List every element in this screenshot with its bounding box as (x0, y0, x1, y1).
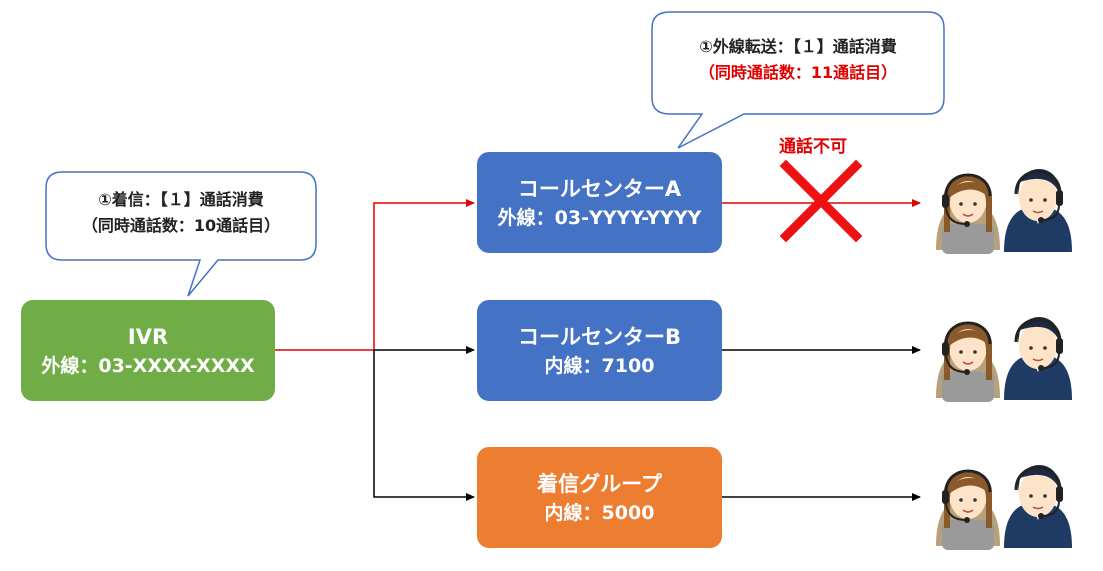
call-center-a-node: コールセンターA 外線：03-YYYY-YYYY (477, 152, 722, 253)
incoming-group-node: 着信グループ 内線：5000 (477, 447, 722, 548)
callout-transfer (651, 11, 945, 149)
callout-incoming (45, 171, 317, 297)
callout-transfer-line1: ①外線転送：【１】通話消費 (699, 37, 897, 56)
call-blocked-label: 通話不可 (779, 137, 847, 157)
incoming-group-number: 内線：5000 (544, 501, 655, 524)
link-ivr-to-group (373, 350, 475, 501)
callout-incoming-text: ①着信：【１】通話消費 （同時通話数：10通話目） (46, 187, 316, 239)
call-center-a-title: コールセンターA (517, 176, 682, 201)
callout-transfer-text: ①外線転送：【１】通話消費 （同時通話数：11通話目） (652, 34, 944, 86)
call-center-b-node: コールセンターB 内線：7100 (477, 300, 722, 401)
call-center-b-number: 内線：7100 (544, 354, 655, 377)
callout-transfer-line2: （同時通話数：11通話目） (698, 63, 898, 82)
callout-incoming-line2: （同時通話数：10通話目） (81, 216, 281, 235)
blocked-x-icon (779, 159, 863, 243)
ivr-number: 外線：03-XXXX-XXXX (41, 354, 255, 377)
incoming-group-title: 着信グループ (537, 471, 662, 496)
ivr-title: IVR (127, 324, 169, 349)
operators-icon (934, 167, 1074, 256)
call-center-b-title: コールセンターB (517, 324, 681, 349)
callout-incoming-line1: ①着信：【１】通話消費 (98, 190, 264, 209)
link-ivr-to-center-a (275, 199, 475, 351)
ivr-node: IVR 外線：03-XXXX-XXXX (21, 300, 275, 401)
operators-icon (934, 315, 1074, 404)
call-center-a-number: 外線：03-YYYY-YYYY (497, 206, 702, 229)
operators-icon (934, 463, 1074, 552)
